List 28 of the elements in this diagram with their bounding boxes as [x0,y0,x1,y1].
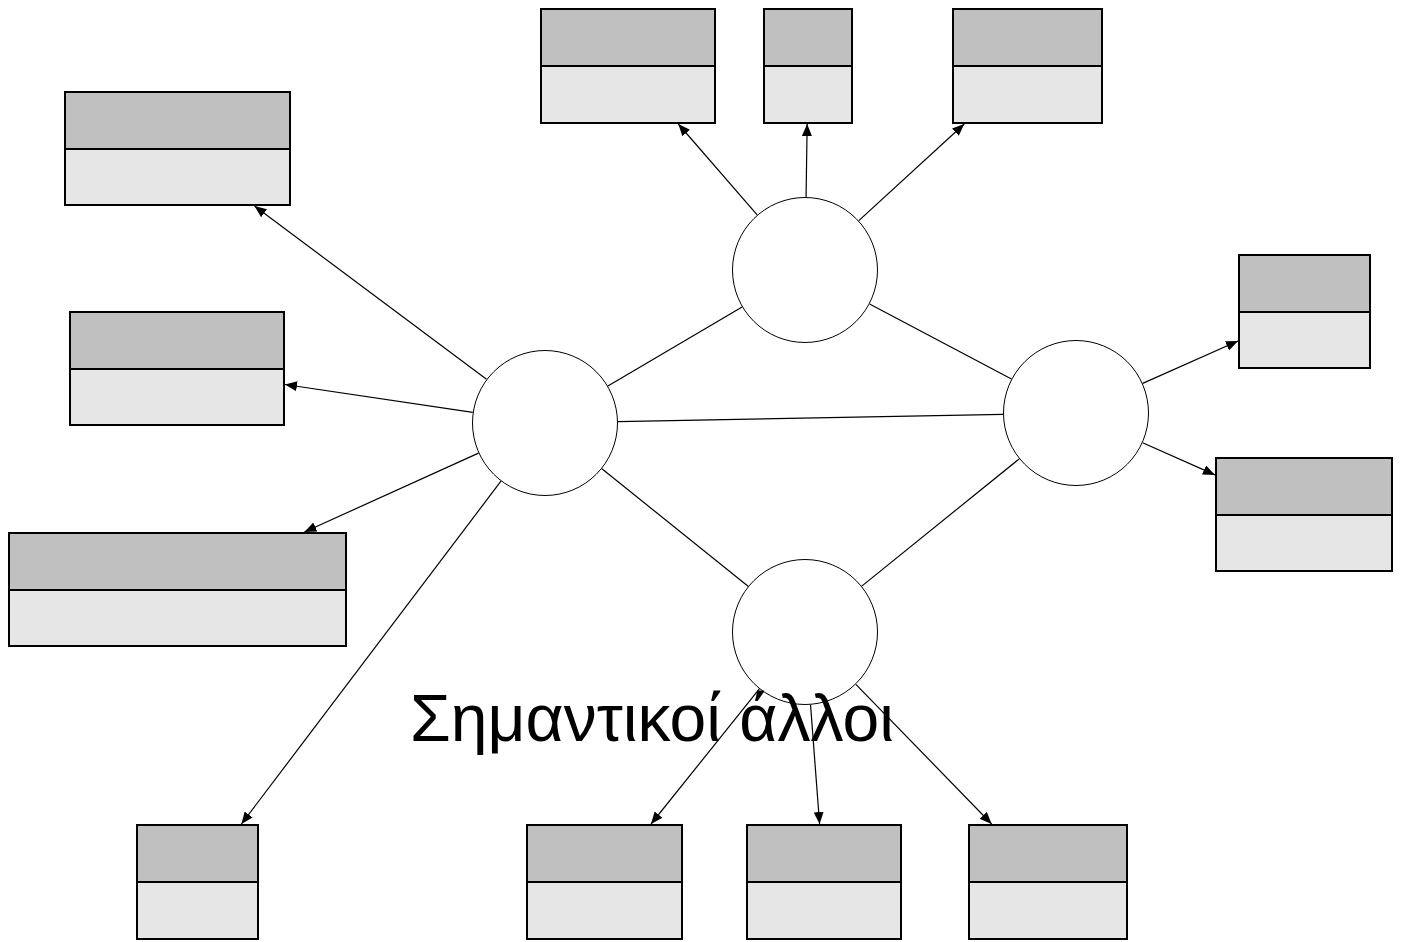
connector-line [617,413,1004,423]
table-box [1238,254,1371,369]
connector-line [601,468,749,587]
connector-line [868,303,1013,380]
table-box [968,824,1128,940]
arrow [303,452,480,533]
table-box [64,91,291,206]
arrow [677,123,758,216]
arrow [284,381,474,413]
connector-line [861,458,1020,587]
table-box [1215,457,1393,572]
table-box [763,8,853,124]
table-box [136,824,259,940]
table-box [69,311,285,426]
arrow [240,480,502,825]
arrow [650,688,760,825]
table-box [540,8,716,124]
connector-line [607,306,743,387]
arrow [801,123,812,198]
table-box [526,824,683,940]
arrow [1142,442,1216,476]
arrow [1142,340,1239,384]
arrow [253,205,488,380]
arrow [855,683,993,825]
table-box [746,824,902,940]
table-box [8,532,347,647]
table-box [952,8,1103,124]
arrow [858,123,965,222]
